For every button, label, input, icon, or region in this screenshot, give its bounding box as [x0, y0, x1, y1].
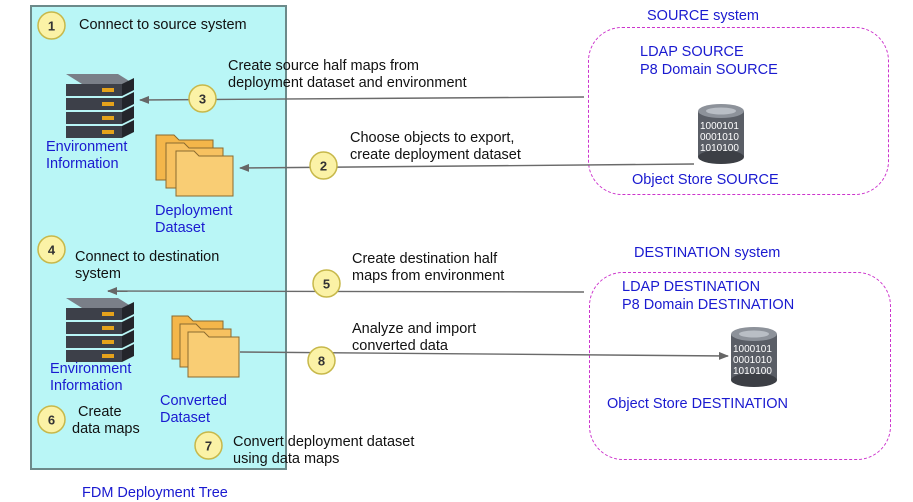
step-line: Create source half maps from [228, 58, 419, 74]
database-binary-line: 1000101 [700, 121, 739, 132]
step-line: Create [78, 404, 122, 420]
fdm-deployment-tree-box [30, 5, 287, 470]
step-6-text: Create data maps [72, 404, 140, 438]
svg-text:5: 5 [323, 277, 330, 292]
step-5-badge: 5 [312, 269, 341, 298]
svg-text:4: 4 [48, 243, 56, 258]
env-info-line: Environment [46, 139, 128, 155]
svg-text:3: 3 [199, 92, 206, 107]
ldap-source-label: LDAP SOURCE [640, 44, 744, 60]
deployment-dataset-label: Deployment Dataset [155, 203, 232, 237]
step-line: Convert deployment dataset [233, 434, 415, 450]
step-line: Connect to source system [79, 17, 247, 33]
database-binary-line: 1000101 [733, 344, 772, 355]
step-7-text: Convert deployment dataset using data ma… [233, 434, 414, 468]
step-5-text: Create destination half maps from enviro… [352, 251, 504, 285]
step-line: converted data [352, 338, 448, 354]
step-6-badge: 6 [37, 405, 66, 434]
svg-text:8: 8 [318, 354, 325, 369]
p8-domain-destination-label: P8 Domain DESTINATION [622, 297, 795, 313]
fdm-deployment-tree-label: FDM Deployment Tree [82, 485, 228, 501]
svg-text:7: 7 [205, 439, 212, 454]
database-binary-line: 0001010 [733, 355, 772, 366]
step-4-badge: 4 [37, 235, 66, 264]
converted-dataset-label: Converted Dataset [160, 393, 227, 427]
arrow-step-5 [107, 287, 585, 296]
step-2-text: Choose objects to export, create deploym… [350, 130, 521, 164]
env-info-line: Information [46, 156, 119, 172]
env-info-line: Information [50, 378, 123, 394]
step-3-text: Create source half maps from deployment … [228, 58, 467, 92]
step-8-badge: 8 [307, 346, 336, 375]
environment-information-label-top: Environment Information [46, 139, 127, 173]
env-info-line: Environment [50, 361, 132, 377]
database-binary-line: 1010100 [733, 366, 772, 377]
step-8-text: Analyze and import converted data [352, 321, 476, 355]
step-line: Choose objects to export, [350, 130, 515, 146]
destination-system-title: DESTINATION system [634, 245, 781, 261]
svg-text:6: 6 [48, 413, 55, 428]
p8-domain-source-label: P8 Domain SOURCE [640, 62, 778, 78]
database-icon: 1000101 0001010 1010100 [731, 327, 777, 387]
folder-stack-icon [155, 134, 234, 197]
step-line: Connect to destination [75, 249, 220, 265]
svg-text:1: 1 [48, 19, 55, 34]
database-binary-line: 1010100 [700, 143, 739, 154]
step-line: using data maps [233, 451, 340, 467]
step-line: Analyze and import [352, 321, 477, 337]
step-line: Create destination half [352, 251, 498, 267]
destination-system-boundary [589, 272, 891, 460]
database-icon: 1000101 0001010 1010100 [698, 104, 744, 164]
step-line: maps from environment [352, 268, 505, 284]
server-icon [66, 298, 134, 362]
step-line: deployment dataset and environment [228, 75, 467, 91]
svg-text:2: 2 [320, 159, 327, 174]
folder-stack-icon [171, 315, 240, 378]
object-store-source-label: Object Store SOURCE [632, 172, 779, 188]
dataset-line: Dataset [160, 410, 210, 426]
step-line: system [75, 266, 121, 282]
source-system-boundary [588, 27, 889, 195]
server-icon [66, 74, 134, 138]
dataset-line: Deployment [155, 203, 233, 219]
step-1-text: Connect to source system [79, 17, 247, 34]
source-system-title: SOURCE system [647, 8, 759, 24]
ldap-destination-label: LDAP DESTINATION [622, 279, 761, 295]
step-4-text: Connect to destination system [75, 249, 219, 283]
environment-information-label-bottom: Environment Information [50, 361, 131, 395]
dataset-line: Converted [160, 393, 227, 409]
step-7-badge: 7 [194, 431, 223, 460]
step-2-badge: 2 [309, 151, 338, 180]
step-3-badge: 3 [188, 84, 217, 113]
step-line: create deployment dataset [350, 147, 521, 163]
step-1-badge: 1 [37, 11, 66, 40]
dataset-line: Dataset [155, 220, 205, 236]
database-binary-line: 0001010 [700, 132, 739, 143]
object-store-destination-label: Object Store DESTINATION [607, 396, 789, 412]
step-line: data maps [72, 421, 140, 437]
